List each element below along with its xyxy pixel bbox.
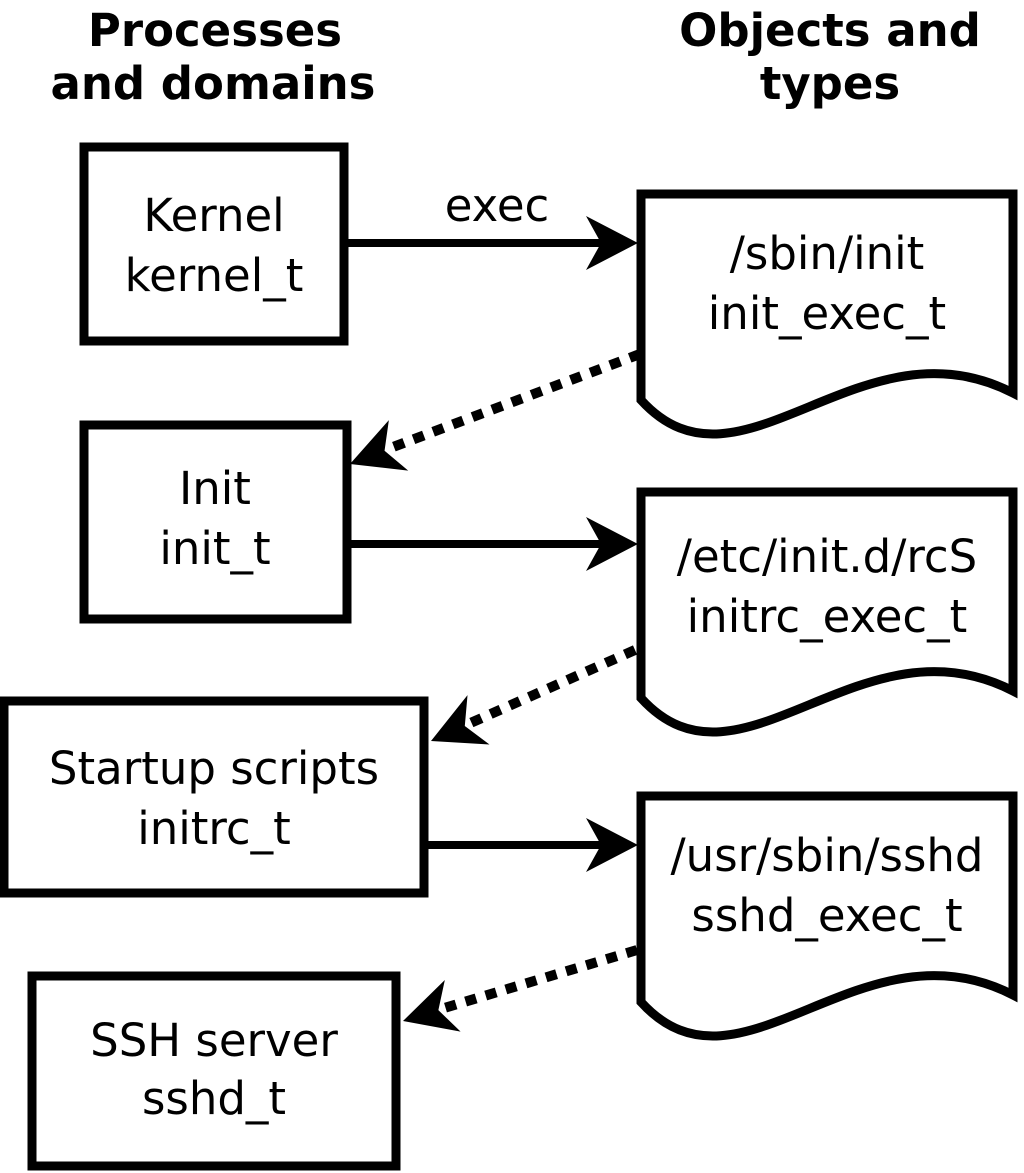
arrow-startup-to-usr-sbin-sshd xyxy=(424,818,638,872)
header-objects-line1: Objects and xyxy=(679,4,981,57)
column-header-processes: Processes and domains xyxy=(51,4,376,110)
object-path-label: /sbin/init xyxy=(730,227,925,280)
arrow-init-to-etc-initd-rcs xyxy=(345,517,638,571)
process-box-ssh-server: SSH server sshd_t xyxy=(27,971,401,1171)
process-domain-label: kernel_t xyxy=(125,249,304,302)
arrowhead-icon xyxy=(586,818,638,872)
document-shape xyxy=(636,189,1018,439)
header-processes-line2: and domains xyxy=(51,57,376,110)
object-type-label: sshd_exec_t xyxy=(691,889,962,942)
process-rect xyxy=(79,420,352,624)
arrowhead-icon xyxy=(586,517,638,571)
process-label: Kernel xyxy=(143,189,284,242)
dotted-arrow-sshd-exec-to-sshd xyxy=(403,945,639,1032)
dotted-arrow-init-exec-to-init xyxy=(350,349,642,471)
document-shape xyxy=(636,487,1018,737)
arrow-kernel-to-sbin-init: exec xyxy=(346,179,638,270)
column-header-objects: Objects and types xyxy=(679,4,981,110)
object-doc-sbin-init: /sbin/init init_exec_t xyxy=(636,189,1018,439)
dotted-arrow-line xyxy=(383,349,642,455)
arrowhead-icon xyxy=(350,420,409,471)
process-rect xyxy=(79,142,349,346)
process-label: SSH server xyxy=(90,1014,338,1067)
exec-edge-label: exec xyxy=(445,179,550,232)
arrowhead-icon xyxy=(403,979,461,1032)
process-rect xyxy=(27,971,401,1171)
object-path-label: /usr/sbin/sshd xyxy=(671,829,984,882)
dotted-arrow-line xyxy=(439,945,639,1014)
process-label: Init xyxy=(179,462,251,515)
dotted-arrow-line xyxy=(463,645,638,730)
process-domain-label: init_t xyxy=(159,522,270,575)
process-domain-label: sshd_t xyxy=(142,1072,286,1125)
object-doc-usr-sbin-sshd: /usr/sbin/sshd sshd_exec_t xyxy=(636,791,1018,1041)
dotted-arrow-initrc-exec-to-initrc xyxy=(431,645,638,745)
arrowhead-icon xyxy=(586,216,638,270)
header-objects-line2: types xyxy=(760,57,900,110)
process-box-kernel: Kernel kernel_t xyxy=(79,142,349,346)
object-type-label: initrc_exec_t xyxy=(687,590,968,643)
header-processes-line1: Processes xyxy=(88,4,342,57)
arrowhead-icon xyxy=(431,695,490,745)
process-domain-label: initrc_t xyxy=(137,802,291,855)
process-label: Startup scripts xyxy=(49,742,379,795)
object-path-label: /etc/init.d/rcS xyxy=(677,530,977,583)
object-type-label: init_exec_t xyxy=(708,287,946,340)
document-shape xyxy=(636,791,1018,1041)
process-box-startup-scripts: Startup scripts initrc_t xyxy=(0,696,429,898)
process-rect xyxy=(0,696,429,898)
process-box-init: Init init_t xyxy=(79,420,352,624)
object-doc-etc-initd-rcs: /etc/init.d/rcS initrc_exec_t xyxy=(636,487,1018,737)
